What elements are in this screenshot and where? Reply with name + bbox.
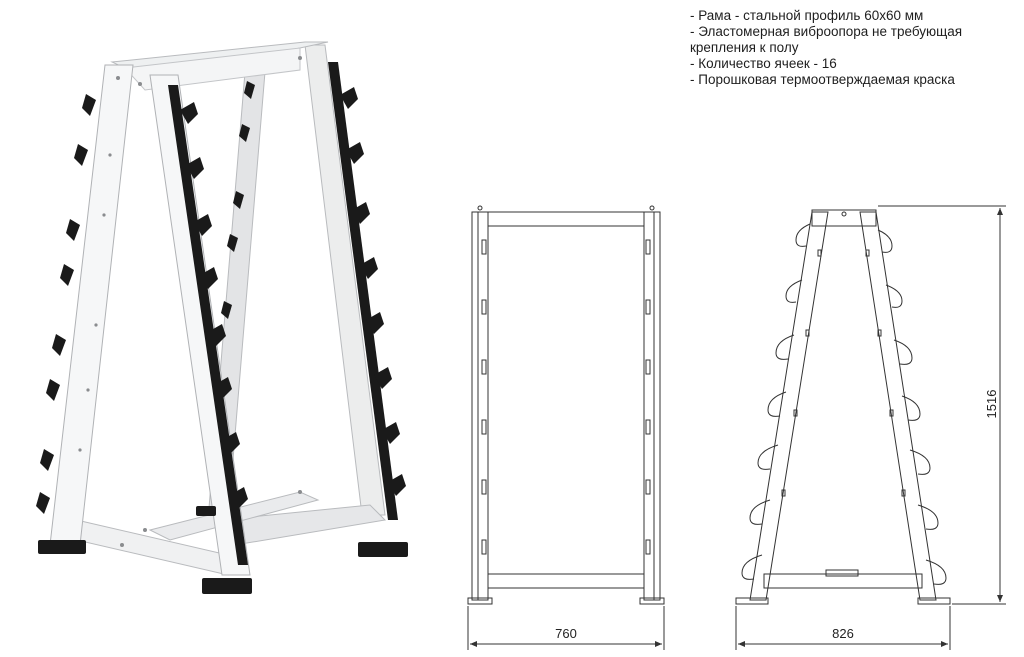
foot-front-center [202, 578, 252, 594]
back-holders [221, 81, 255, 319]
spec-frame: - Рама - стальной профиль 60х60 мм [690, 8, 924, 23]
foot-front-left [38, 540, 86, 554]
bolts [78, 56, 302, 547]
spec-feet-continued: крепления к полу [690, 40, 799, 55]
side-view-leg-marks [781, 249, 906, 497]
side-view-drawing [735, 205, 1006, 650]
height-label: 1516 [984, 390, 999, 419]
side-view-right-hooks [877, 229, 947, 585]
foot-back-right [358, 542, 408, 557]
front-view-holder-tabs [481, 239, 651, 555]
front-width-label: 760 [555, 626, 577, 641]
spec-cells: - Количество ячеек - 16 [690, 56, 837, 71]
front-left-leg [49, 64, 134, 546]
foot-back-left [196, 506, 216, 516]
spec-paint: - Порошковая термоотверждаемая краска [690, 72, 955, 87]
rack-3d-render [36, 41, 408, 594]
left-holders [36, 94, 96, 514]
back-right-leg [304, 44, 386, 516]
center-holders [180, 102, 248, 509]
side-view-left-hooks [741, 223, 811, 580]
specifications-list: - Рама - стальной профиль 60х60 мм - Эла… [690, 8, 962, 88]
spec-feet: - Эластомерная виброопора не требующая [690, 24, 963, 39]
side-width-label: 826 [832, 626, 854, 641]
holder-strip-right [328, 62, 398, 520]
front-view-drawing [467, 205, 665, 650]
right-holders [340, 87, 406, 496]
